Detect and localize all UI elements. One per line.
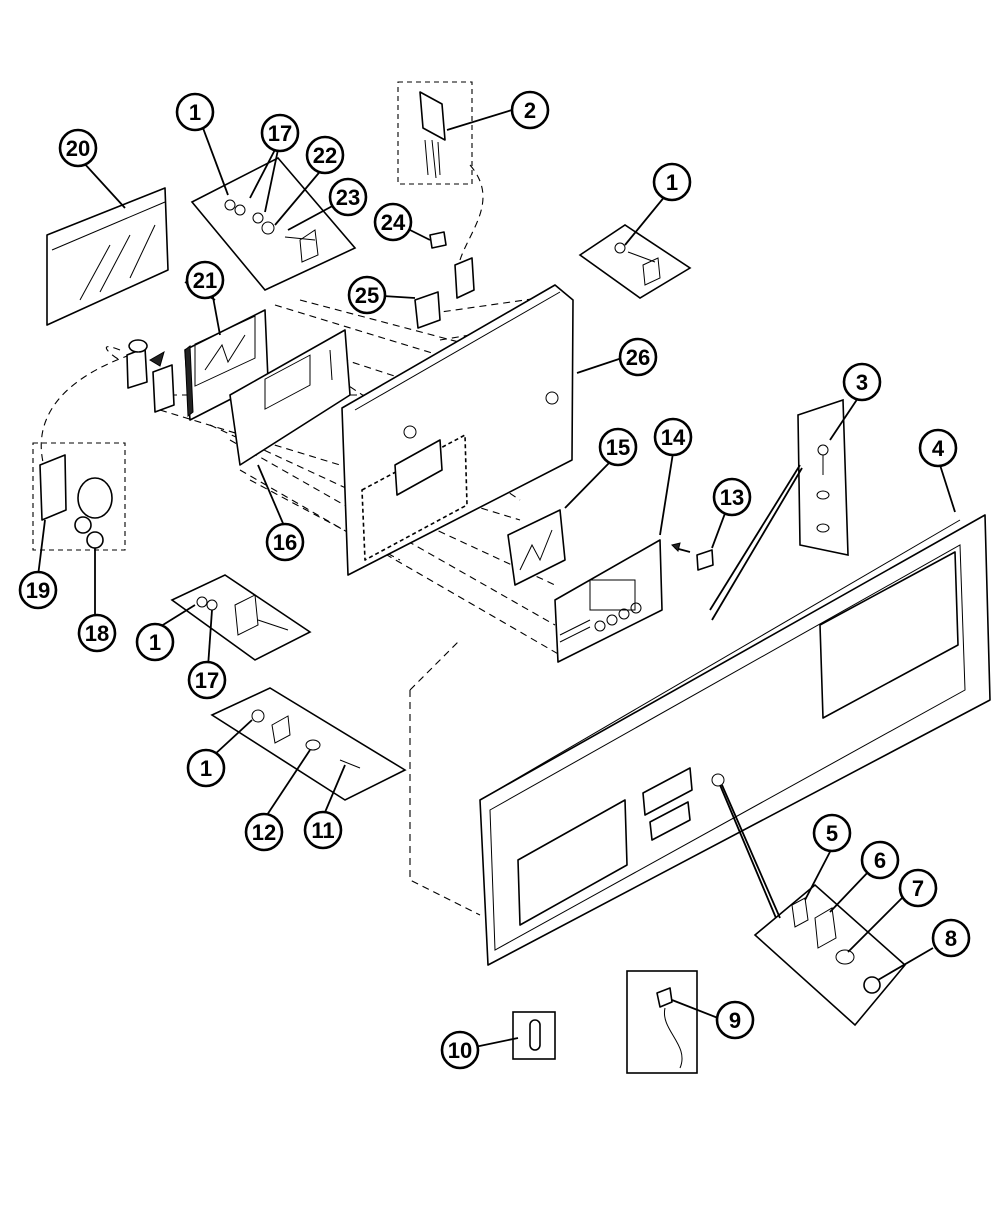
svg-text:22: 22 bbox=[313, 143, 337, 168]
detail-box-fasteners-top bbox=[190, 157, 357, 291]
svg-text:18: 18 bbox=[85, 621, 109, 646]
part-glass-panel bbox=[46, 187, 169, 326]
svg-text:1: 1 bbox=[189, 100, 201, 125]
svg-text:5: 5 bbox=[826, 821, 838, 846]
detail-box-switch bbox=[719, 784, 907, 1027]
svg-text:9: 9 bbox=[729, 1008, 741, 1033]
svg-text:20: 20 bbox=[66, 136, 90, 161]
part-back-panel bbox=[341, 284, 574, 576]
callout-7: 7 bbox=[898, 868, 938, 908]
svg-text:2: 2 bbox=[524, 98, 536, 123]
svg-text:12: 12 bbox=[252, 820, 276, 845]
callout-3: 3 bbox=[842, 362, 882, 402]
callout-12: 12 bbox=[244, 812, 284, 852]
svg-text:7: 7 bbox=[912, 876, 924, 901]
svg-text:10: 10 bbox=[448, 1038, 472, 1063]
callout-26: 26 bbox=[618, 337, 658, 377]
svg-text:25: 25 bbox=[355, 283, 379, 308]
part-cover bbox=[507, 509, 566, 586]
callout-6: 6 bbox=[860, 840, 900, 880]
callout-23: 23 bbox=[328, 177, 368, 217]
part-sensor-bracket bbox=[414, 231, 475, 329]
callout-24: 24 bbox=[373, 202, 413, 242]
svg-text:1: 1 bbox=[666, 170, 678, 195]
svg-text:4: 4 bbox=[932, 436, 945, 461]
svg-text:1: 1 bbox=[149, 630, 161, 655]
callout-21: 21 bbox=[185, 260, 225, 300]
part-label bbox=[671, 542, 714, 571]
part-connector-plate bbox=[126, 339, 175, 413]
callout-19: 19 bbox=[18, 570, 58, 610]
callout-22: 22 bbox=[305, 135, 345, 175]
svg-text:17: 17 bbox=[268, 121, 292, 146]
svg-text:13: 13 bbox=[720, 485, 744, 510]
svg-text:21: 21 bbox=[193, 268, 217, 293]
callout-1-left: 1 bbox=[135, 622, 175, 662]
detail-box-fasteners-left bbox=[170, 574, 312, 661]
callout-14: 14 bbox=[653, 417, 693, 457]
svg-text:6: 6 bbox=[874, 848, 886, 873]
callout-bubbles: 1 2 1 3 4 5 6 7 8 9 10 11 12 1 13 14 15 … bbox=[18, 90, 971, 1070]
callout-4: 4 bbox=[918, 428, 958, 468]
detail-box-motor bbox=[32, 442, 126, 551]
part-mounting-bracket bbox=[229, 329, 351, 466]
callout-13: 13 bbox=[712, 477, 752, 517]
callout-10: 10 bbox=[440, 1030, 480, 1070]
svg-text:19: 19 bbox=[26, 578, 50, 603]
callout-9: 9 bbox=[715, 1000, 755, 1040]
part-keypad-panel bbox=[554, 539, 663, 663]
svg-text:24: 24 bbox=[381, 210, 406, 235]
detail-box-sensor bbox=[397, 81, 473, 185]
callout-1-bottom: 1 bbox=[186, 748, 226, 788]
detail-box-part-9 bbox=[626, 970, 698, 1074]
callout-1-top: 1 bbox=[175, 92, 215, 132]
callout-17-top: 17 bbox=[260, 113, 300, 153]
callout-11: 11 bbox=[303, 810, 343, 850]
svg-text:8: 8 bbox=[945, 926, 957, 951]
svg-text:15: 15 bbox=[606, 435, 630, 460]
svg-text:16: 16 bbox=[273, 530, 297, 555]
callout-18: 18 bbox=[77, 613, 117, 653]
detail-box-fastener-right bbox=[578, 224, 692, 299]
part-display-board bbox=[184, 309, 269, 421]
svg-text:14: 14 bbox=[661, 425, 686, 450]
svg-text:11: 11 bbox=[311, 818, 334, 843]
callout-20: 20 bbox=[58, 128, 98, 168]
detail-box-fasteners-bottom bbox=[210, 687, 407, 801]
svg-text:17: 17 bbox=[195, 668, 219, 693]
callout-15: 15 bbox=[598, 427, 638, 467]
detail-box-part-10 bbox=[512, 1011, 556, 1060]
callout-2: 2 bbox=[510, 90, 550, 130]
svg-text:3: 3 bbox=[856, 370, 868, 395]
callout-16: 16 bbox=[265, 522, 305, 562]
part-front-control-panel bbox=[479, 514, 991, 966]
detail-box-screw-3 bbox=[709, 398, 849, 621]
svg-text:1: 1 bbox=[200, 756, 212, 781]
callout-5: 5 bbox=[812, 813, 852, 853]
svg-text:23: 23 bbox=[336, 185, 360, 210]
callout-1-right: 1 bbox=[652, 162, 692, 202]
callout-8: 8 bbox=[931, 918, 971, 958]
callout-25: 25 bbox=[347, 275, 387, 315]
svg-text:26: 26 bbox=[626, 345, 650, 370]
callout-17-left: 17 bbox=[187, 660, 227, 700]
